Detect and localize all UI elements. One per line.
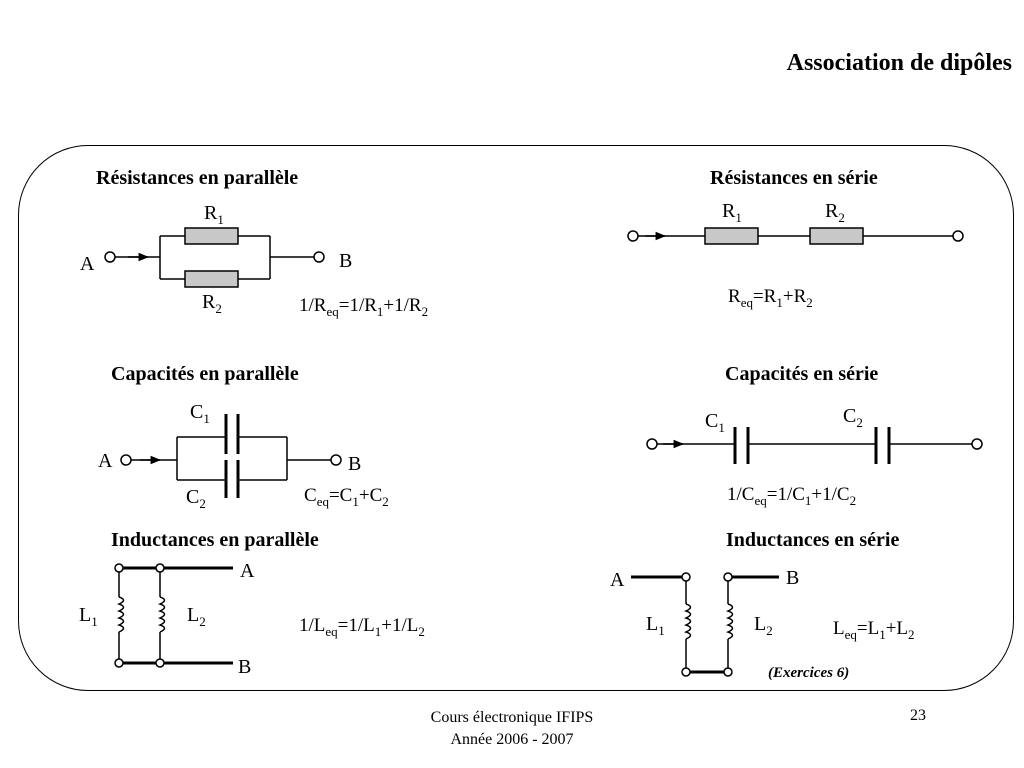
inductor-l1 <box>683 603 692 640</box>
node-b: B <box>339 250 352 272</box>
resistors-parallel-circuit <box>104 227 325 288</box>
inductor-l2 <box>157 596 166 633</box>
equation-inductors-parallel: 1/Leq=1/L1+1/L2 <box>299 615 425 639</box>
equation-inductors-series: Leq=L1+L2 <box>833 618 915 642</box>
capacitors-series-circuit <box>646 427 983 464</box>
equation-capacitors-parallel: Ceq=C1+C2 <box>304 485 389 509</box>
footer-course: Cours électronique IFIPS <box>430 709 594 726</box>
label-c2: C2 <box>843 405 863 430</box>
content-frame <box>18 145 1014 691</box>
resistor-r2 <box>184 270 239 288</box>
label-c1: C1 <box>705 410 725 435</box>
label-c2: C2 <box>186 486 206 511</box>
equation-resistors-series: Req=R1+R2 <box>728 286 813 310</box>
heading-resistors-series: Résistances en série <box>710 167 878 189</box>
footer: Cours électronique IFIPS Année 2006 - 20… <box>412 707 612 751</box>
equation-capacitors-series: 1/Ceq=1/C1+1/C2 <box>727 484 856 508</box>
inductor-l1 <box>116 596 125 633</box>
node-a: A <box>240 560 255 582</box>
footer-year: Année 2006 - 2007 <box>450 731 574 748</box>
heading-resistors-parallel: Résistances en parallèle <box>96 167 298 189</box>
heading-capacitors-parallel: Capacités en parallèle <box>111 363 299 385</box>
label-r1: R1 <box>722 200 742 225</box>
slide-title: Association de dipôles <box>786 50 1012 76</box>
label-r2: R2 <box>202 291 222 316</box>
node-b: B <box>238 656 251 678</box>
node-a: A <box>610 569 625 591</box>
capacitors-parallel-circuit <box>120 414 342 498</box>
inductor-l2 <box>725 603 734 640</box>
label-r1: R1 <box>204 202 224 227</box>
page-number: 23 <box>910 707 926 724</box>
node-b: B <box>348 453 361 475</box>
node-a: A <box>98 450 113 472</box>
exercises-note: (Exercices 6) <box>768 665 849 681</box>
node-b: B <box>786 567 799 589</box>
label-c1: C1 <box>190 401 210 426</box>
label-l2: L2 <box>187 604 206 629</box>
resistor-r1 <box>184 227 239 245</box>
resistor-r2 <box>809 227 864 245</box>
resistor-r1 <box>704 227 759 245</box>
resistors-series-circuit <box>627 227 964 245</box>
label-l1: L1 <box>79 604 98 629</box>
label-l1: L1 <box>646 613 665 638</box>
equation-resistors-parallel: 1/Req=1/R1+1/R2 <box>299 295 428 319</box>
inductors-parallel-circuit <box>114 563 233 668</box>
heading-inductors-parallel: Inductances en parallèle <box>111 529 319 551</box>
heading-inductors-series: Inductances en série <box>726 529 899 551</box>
inductors-series-circuit <box>631 572 779 677</box>
node-a: A <box>80 253 95 275</box>
label-l2: L2 <box>754 613 773 638</box>
heading-capacitors-series: Capacités en série <box>725 363 878 385</box>
label-r2: R2 <box>825 200 845 225</box>
